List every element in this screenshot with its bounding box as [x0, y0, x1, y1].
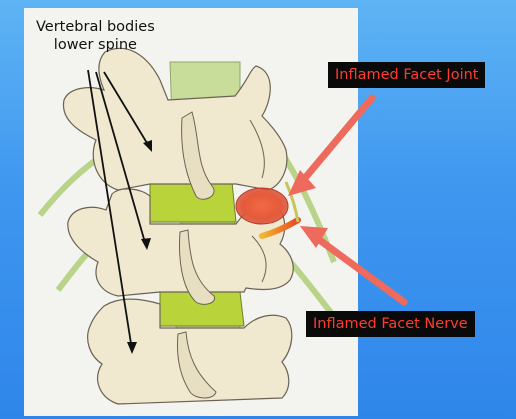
- facet-nerve-branch: [284, 181, 300, 223]
- facet-detail-upper: [249, 119, 265, 179]
- spinous-process-lower: [177, 331, 217, 399]
- callout-inflamed-facet-nerve: Inflamed Facet Nerve: [306, 311, 475, 337]
- callout-inflamed-facet-joint: Inflamed Facet Joint: [328, 62, 486, 88]
- title-line-1: Vertebral bodies: [36, 19, 155, 35]
- diagram-title: Vertebral bodies lower spine: [36, 18, 155, 54]
- title-line-2: lower spine: [53, 37, 137, 54]
- spinous-process-upper: [181, 111, 215, 200]
- callout-arrow-nerve: [300, 226, 408, 306]
- title-pointer-arrowheads: [127, 140, 152, 354]
- callout-arrow-joint: [288, 94, 376, 196]
- title-pointer-lines: [87, 69, 151, 351]
- spinous-process-middle: [179, 229, 216, 305]
- facet-detail-middle: [251, 235, 267, 283]
- inflamed-facet-nerve: [259, 217, 301, 239]
- inflamed-facet-joint: [235, 187, 289, 225]
